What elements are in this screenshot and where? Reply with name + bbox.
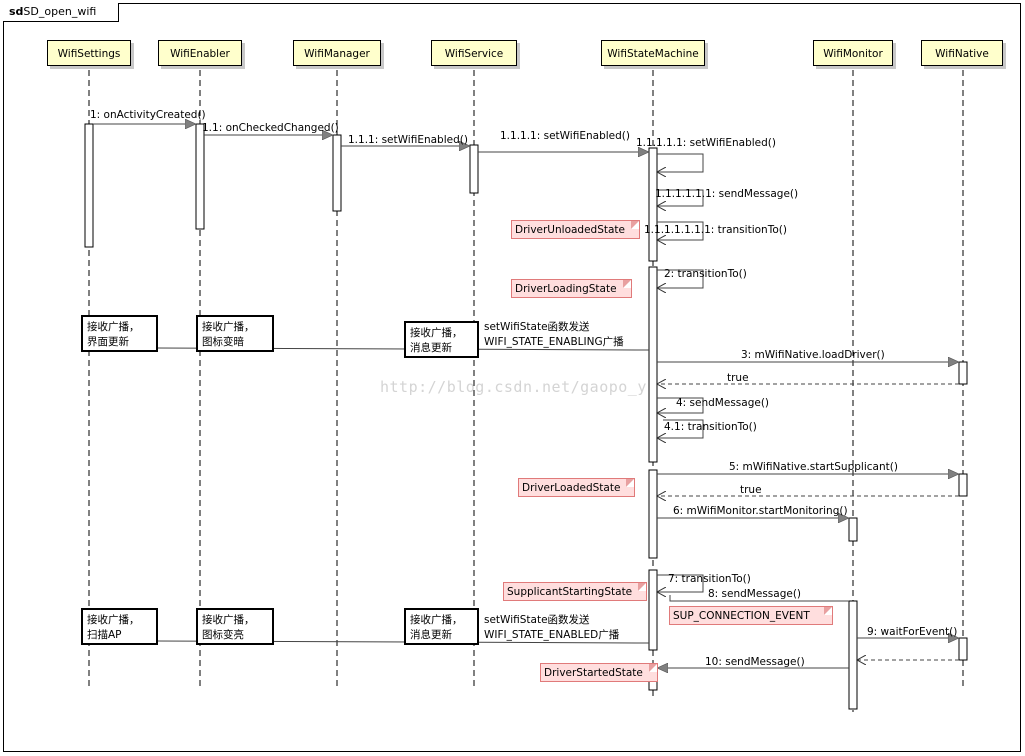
activation-bar bbox=[648, 569, 658, 651]
lifeline-header-wifinative[interactable]: WifiNative bbox=[921, 40, 1003, 66]
message-label: 1.1.1.1: setWifiEnabled() bbox=[500, 130, 630, 142]
self-call-arrow bbox=[657, 269, 704, 288]
event-note-sup-connection: SUP_CONNECTION_EVENT bbox=[669, 606, 833, 625]
note-wifiservice-enabling: 接收广播，消息更新 bbox=[404, 321, 479, 358]
message-label: 3: mWifiNative.loadDriver() bbox=[741, 349, 885, 361]
message-label: 1.1.1.1.1.1: sendMessage() bbox=[655, 188, 799, 200]
lifeline-header-wifimanager[interactable]: WifiManager bbox=[293, 40, 381, 66]
message-label: 5: mWifiNative.startSupplicant() bbox=[729, 461, 898, 473]
state-note-supplicant-starting: SupplicantStartingState bbox=[503, 582, 648, 601]
state-note-driver-loading: DriverLoadingState bbox=[511, 279, 632, 298]
state-note-driver-loaded: DriverLoadedState bbox=[518, 478, 636, 497]
state-note-driver-started: DriverStartedState bbox=[540, 663, 658, 682]
activation-bar bbox=[469, 144, 479, 194]
activation-bars bbox=[84, 123, 968, 710]
activation-bar bbox=[648, 469, 658, 559]
message-arrow bbox=[669, 595, 849, 602]
frame-border bbox=[3, 3, 1021, 752]
self-call-arrow bbox=[657, 153, 704, 172]
self-call-arrow bbox=[657, 419, 704, 438]
self-call-arrow bbox=[657, 574, 704, 592]
self-call-arrow bbox=[657, 397, 704, 413]
message-label: 7: transitionTo() bbox=[668, 573, 751, 585]
message-label: 4: sendMessage() bbox=[676, 397, 770, 409]
self-call-arrow bbox=[657, 189, 704, 206]
activation-bar bbox=[848, 600, 858, 710]
note-wifisettings-enabling: 接收广播，界面更新 bbox=[81, 315, 158, 352]
message-label: 4.1: transitionTo() bbox=[664, 421, 757, 433]
note-wifisettings-enabled: 接收广播，扫描AP bbox=[81, 608, 158, 645]
message-label: 8: sendMessage() bbox=[708, 588, 802, 600]
lifeline-header-wifistatemachine[interactable]: WifiStateMachine bbox=[601, 40, 705, 66]
return-label: true bbox=[740, 484, 762, 496]
state-note-driver-unloaded: DriverUnloadedState bbox=[511, 220, 641, 239]
message-label: 1.1.1.1.1.1.1: transitionTo() bbox=[644, 224, 787, 236]
activation-bar bbox=[84, 123, 94, 248]
return-arrows bbox=[657, 384, 959, 660]
message-label: 1: onActivityCreated() bbox=[90, 109, 206, 121]
note-wifiservice-enabled: 接收广播，消息更新 bbox=[404, 608, 479, 645]
note-wifienabler-enabled: 接收广播，图标变亮 bbox=[196, 608, 274, 645]
note-wifienabler-enabling: 接收广播，图标变暗 bbox=[196, 315, 274, 352]
lifeline-header-wifimonitor[interactable]: WifiMonitor bbox=[813, 40, 893, 66]
activation-bar bbox=[958, 637, 968, 661]
activation-bar bbox=[958, 473, 968, 497]
message-label: 6: mWifiMonitor.startMonitoring() bbox=[673, 505, 848, 517]
lifeline-header-wifisettings[interactable]: WifiSettings bbox=[47, 40, 131, 66]
self-call-arrow bbox=[657, 221, 704, 240]
activation-bar bbox=[648, 147, 658, 262]
frame-title: sdSD_open_wifi bbox=[3, 3, 120, 22]
message-label: 1.1: onCheckedChanged() bbox=[202, 122, 339, 134]
message-label: 1.1.1: setWifiEnabled() bbox=[348, 134, 468, 146]
message-label: 2: transitionTo() bbox=[664, 268, 747, 280]
activation-bar bbox=[332, 134, 342, 212]
lifeline-header-wifienabler[interactable]: WifiEnabler bbox=[158, 40, 242, 66]
activation-bar bbox=[648, 266, 658, 463]
watermark: http://blog.csdn.net/gaopo_y bbox=[380, 378, 647, 396]
lifeline-header-wifiservice[interactable]: WifiService bbox=[431, 40, 517, 66]
message-label: 9: waitForEvent() bbox=[867, 626, 958, 638]
return-label: true bbox=[727, 372, 749, 384]
activation-bar bbox=[195, 123, 205, 230]
message-label: 1.1.1.1.1: setWifiEnabled() bbox=[636, 137, 776, 149]
message-label: 10: sendMessage() bbox=[705, 656, 805, 668]
activation-bar bbox=[848, 517, 858, 542]
activation-bar bbox=[958, 361, 968, 385]
